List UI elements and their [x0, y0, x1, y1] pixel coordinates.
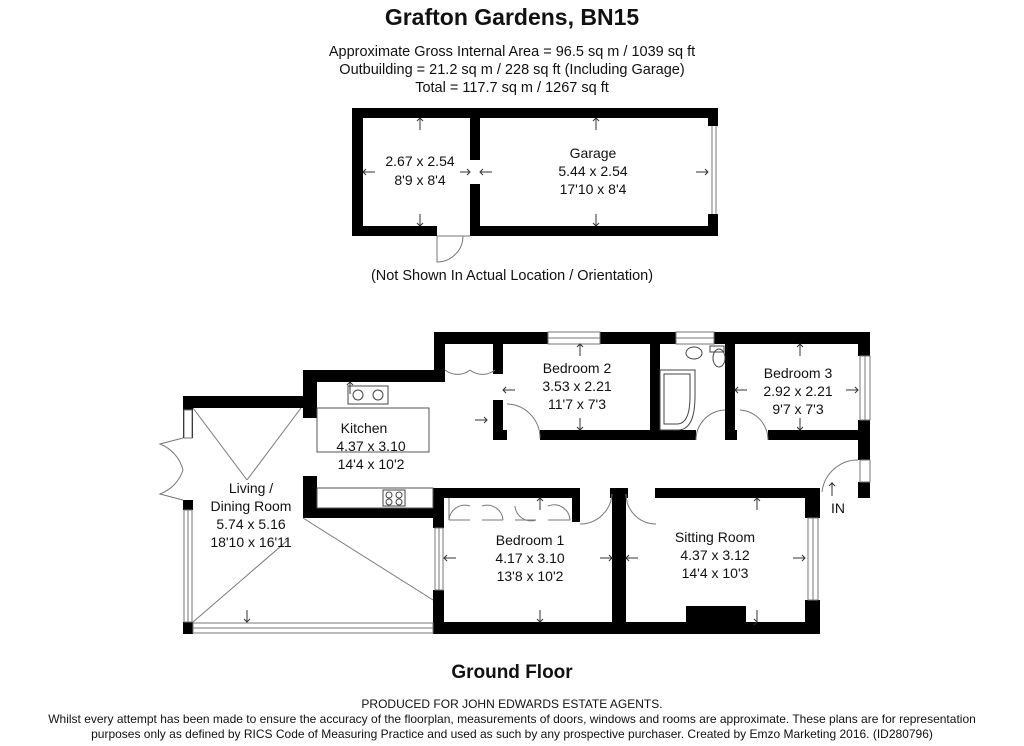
bedroom2-imperial: 11'7 x 7'3: [548, 396, 606, 412]
floor-label: Ground Floor: [451, 662, 573, 683]
store-door-swing: [436, 235, 470, 263]
footer-disclaimer-2: purposes only as defined by RICS Code of…: [91, 727, 933, 741]
living-room-vaulted-lines: [192, 407, 434, 623]
dimension-arrows: [243, 343, 859, 626]
outbuilding-note: (Not Shown In Actual Location / Orientat…: [370, 268, 654, 284]
total-area-line: Total = 117.7 sq m / 1267 sq ft: [415, 80, 609, 96]
kitchen-name: Kitchen: [341, 420, 388, 436]
living-name-1: Living /: [229, 480, 273, 496]
living-imperial: 18'10 x 16'11: [210, 534, 292, 550]
plan-title: Grafton Gardens, BN15: [384, 4, 640, 30]
living-name-2: Dining Room: [211, 498, 292, 514]
entrance-label: IN: [831, 500, 845, 516]
sitting-imperial: 14'4 x 10'3: [682, 565, 749, 581]
footer-disclaimer-1: Whilst every attempt has been made to en…: [48, 712, 976, 726]
fixtures: [347, 345, 836, 507]
kitchen-imperial: 14'4 x 10'2: [338, 456, 405, 472]
bedroom3-imperial: 9'7 x 7'3: [772, 401, 823, 417]
bedroom1-metric: 4.17 x 3.10: [495, 550, 564, 566]
bedroom2-metric: 3.53 x 2.21: [542, 378, 611, 394]
windows: [183, 331, 871, 634]
kitchen-metric: 4.37 x 3.10: [336, 438, 405, 454]
ground-floor-walls: [183, 332, 870, 634]
outbuilding-area-line: Outbuilding = 21.2 sq m / 228 sq ft (Inc…: [339, 62, 685, 78]
bedroom1-name: Bedroom 1: [496, 532, 565, 548]
garage-name: Garage: [570, 145, 617, 161]
gross-area-line: Approximate Gross Internal Area = 96.5 s…: [328, 44, 696, 60]
bedroom1-imperial: 13'8 x 10'2: [497, 568, 564, 584]
sitting-metric: 4.37 x 3.12: [680, 547, 749, 563]
store-metric: 2.67 x 2.54: [385, 153, 454, 169]
bedroom2-name: Bedroom 2: [543, 360, 612, 376]
living-metric: 5.74 x 5.16: [216, 516, 285, 532]
bedroom3-name: Bedroom 3: [764, 365, 833, 381]
sitting-name: Sitting Room: [675, 529, 755, 545]
bedroom3-metric: 2.92 x 2.21: [763, 383, 832, 399]
store-imperial: 8'9 x 8'4: [394, 172, 445, 188]
outbuilding-walls: [352, 108, 718, 236]
garage-metric: 5.44 x 2.54: [558, 163, 627, 179]
garage-imperial: 17'10 x 8'4: [560, 181, 627, 197]
door-swings: [158, 369, 859, 525]
footer-producer: PRODUCED FOR JOHN EDWARDS ESTATE AGENTS.: [361, 697, 663, 711]
